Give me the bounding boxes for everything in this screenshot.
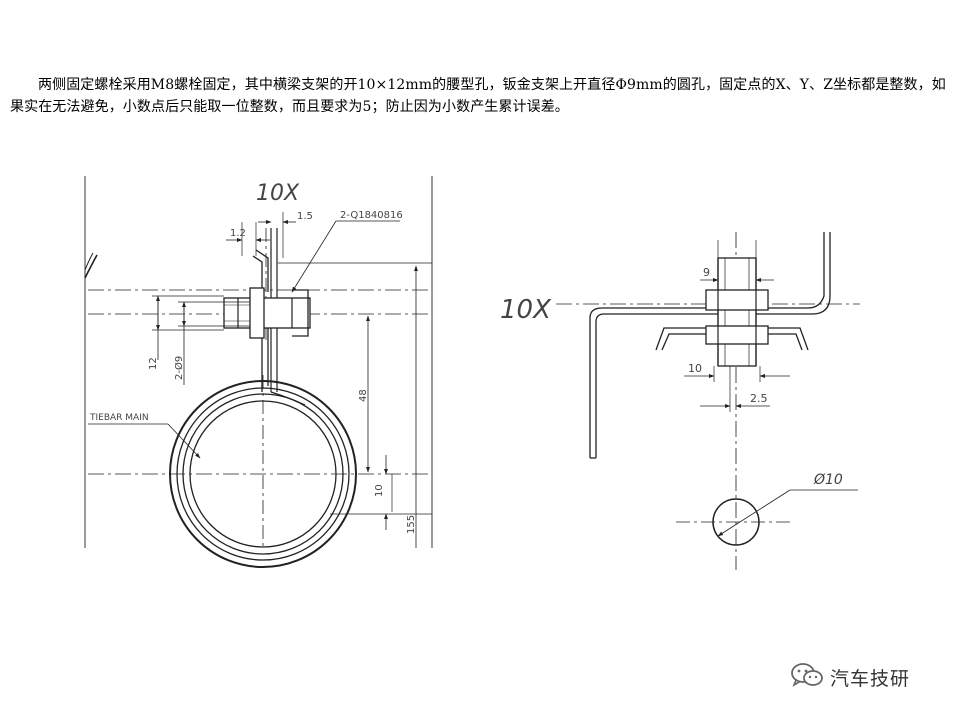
dim-9-label: 9 bbox=[703, 266, 710, 279]
wechat-icon bbox=[790, 662, 824, 692]
right-view-label: 10X bbox=[500, 295, 552, 325]
dim-155-label: 155 bbox=[406, 515, 417, 534]
right-drawing-labels: 10X 9 10 2.5 Ø10 bbox=[500, 266, 843, 488]
dim-1-2-label: 1.2 bbox=[230, 228, 246, 239]
left-detail-drawing bbox=[84, 176, 433, 568]
dim-1-5-label: 1.5 bbox=[297, 211, 313, 222]
dim-12-label: 12 bbox=[148, 357, 159, 370]
dim-48-label: 48 bbox=[358, 389, 369, 402]
watermark-text: 汽车技研 bbox=[830, 667, 911, 690]
right-detail-drawing bbox=[556, 232, 860, 570]
description-paragraph: 两侧固定螺栓采用M8螺栓固定，其中横梁支架的开10×12mm的腰型孔，钣金支架上… bbox=[10, 77, 946, 115]
right-dim-10-label: 10 bbox=[688, 362, 702, 375]
watermark: 汽车技研 bbox=[790, 663, 910, 691]
left-view-label: 10X bbox=[256, 181, 300, 206]
tiebar-main-label: TIEBAR MAIN bbox=[89, 413, 149, 423]
part-number-label: 2-Q1840816 bbox=[340, 210, 403, 221]
dim-phi9-label: 2-Ø9 bbox=[173, 356, 185, 380]
dim-10-label: 10 bbox=[374, 484, 385, 497]
left-drawing-labels: 10X 1.5 1.2 2-Q1840816 12 2-Ø9 48 10 155… bbox=[89, 181, 417, 534]
dim-phi10-label: Ø10 bbox=[813, 472, 843, 488]
dim-2-5-label: 2.5 bbox=[750, 392, 768, 405]
